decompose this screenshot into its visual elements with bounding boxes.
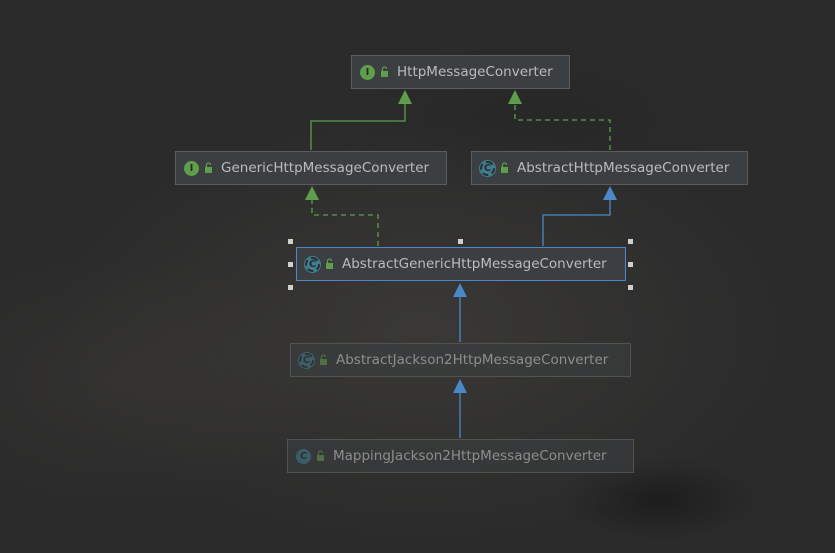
interface-icon: I — [360, 64, 375, 80]
node-abstract-jackson2-http-message-converter[interactable]: C AbstractJackson2HttpMessageConverter — [290, 343, 631, 377]
node-mapping-jackson2-http-message-converter[interactable]: C MappingJackson2HttpMessageConverter — [287, 439, 634, 473]
selection-handle-mr[interactable] — [628, 262, 633, 267]
arrow-abstractgeneric-to-generic — [305, 186, 319, 200]
lock-icon — [326, 258, 333, 269]
node-abstract-generic-http-message-converter[interactable]: C AbstractGenericHttpMessageConverter — [296, 247, 626, 281]
node-label: MappingJackson2HttpMessageConverter — [333, 448, 607, 464]
abstract-class-icon: C — [304, 255, 321, 273]
arrow-mapping-to-abstractjackson — [453, 379, 467, 393]
node-http-message-converter[interactable]: I HttpMessageConverter — [351, 55, 570, 89]
node-label: AbstractHttpMessageConverter — [517, 160, 730, 176]
node-label: GenericHttpMessageConverter — [221, 160, 430, 176]
edge-generic-to-http — [310, 95, 406, 150]
selection-handle-ml[interactable] — [288, 262, 293, 267]
node-generic-http-message-converter[interactable]: I GenericHttpMessageConverter — [175, 151, 447, 185]
selection-handle-tl[interactable] — [288, 239, 293, 244]
lock-icon — [320, 354, 327, 365]
arrow-abstracthttp-to-http — [508, 90, 522, 104]
node-abstract-http-message-converter[interactable]: C AbstractHttpMessageConverter — [471, 151, 748, 185]
edge-abstracthttp-to-http — [514, 96, 611, 150]
selection-handle-tc[interactable] — [458, 239, 463, 244]
class-icon: C — [296, 448, 311, 464]
arrow-generic-to-http — [398, 90, 412, 104]
node-label: AbstractGenericHttpMessageConverter — [342, 256, 607, 272]
edge-abstractgeneric-to-abstracthttp — [542, 192, 611, 246]
abstract-class-icon: C — [479, 159, 496, 177]
node-label: HttpMessageConverter — [397, 64, 553, 80]
abstract-class-icon: C — [298, 351, 315, 369]
arrow-abstractjackson-to-abstractgeneric — [453, 283, 467, 297]
arrow-abstractgeneric-to-abstracthttp — [603, 186, 617, 200]
lock-icon — [501, 162, 508, 173]
selection-handle-bl[interactable] — [288, 285, 293, 290]
selection-handle-tr[interactable] — [628, 239, 633, 244]
interface-icon: I — [184, 160, 199, 176]
lock-icon — [317, 450, 324, 461]
lock-icon — [205, 162, 212, 173]
selection-handle-br[interactable] — [628, 285, 633, 290]
node-label: AbstractJackson2HttpMessageConverter — [336, 352, 609, 368]
edge-abstractgeneric-to-generic — [311, 192, 379, 246]
lock-icon — [381, 66, 388, 77]
